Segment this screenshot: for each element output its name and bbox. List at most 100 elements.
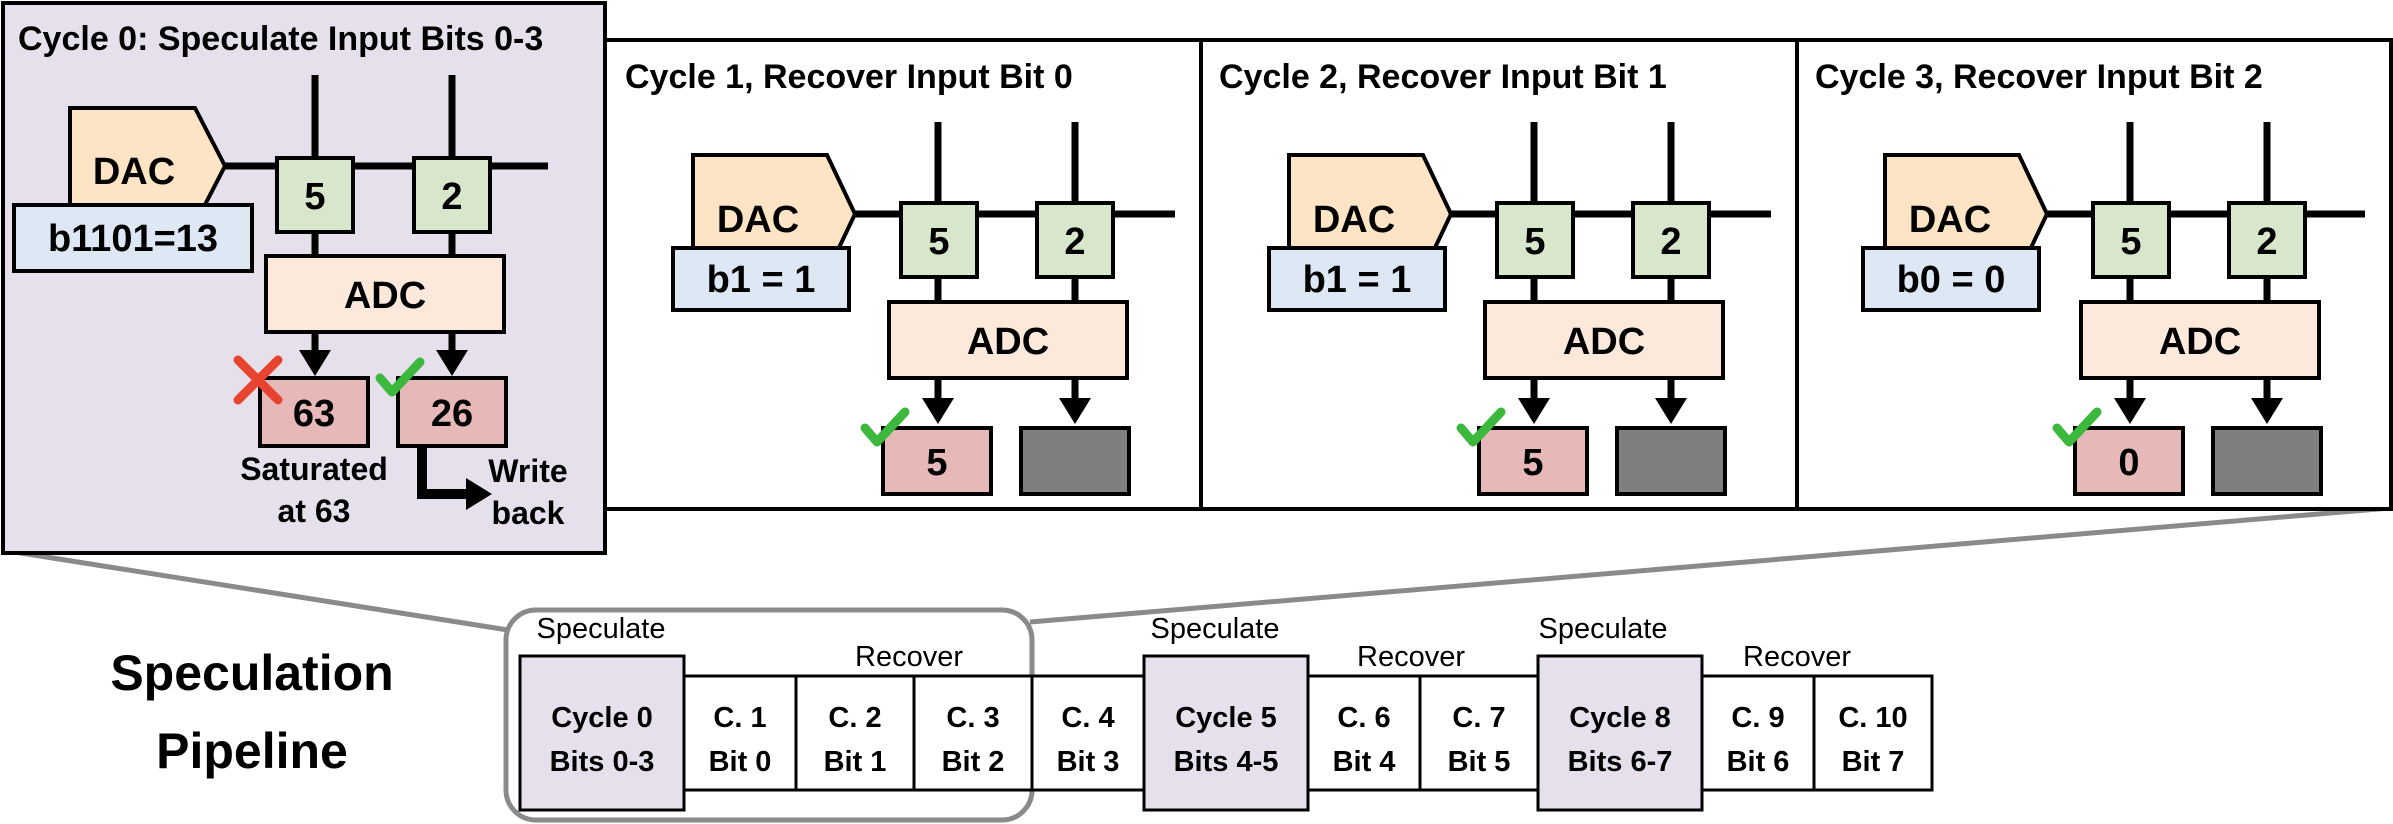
c2-output bbox=[1477, 426, 1589, 496]
c2-cell-a bbox=[1495, 201, 1575, 279]
c0-output-b-value: 26 bbox=[431, 393, 473, 435]
c2-output-empty bbox=[1615, 426, 1727, 496]
c1-output bbox=[881, 426, 993, 496]
c1-arrowhead-b bbox=[1059, 398, 1091, 424]
c2-adc bbox=[1483, 300, 1725, 380]
c3-output-empty bbox=[2211, 426, 2323, 496]
pipeline-cell bbox=[682, 674, 798, 792]
c0-cell-a-label: 5 bbox=[304, 176, 325, 218]
c0-output-a-value: 63 bbox=[293, 393, 335, 435]
c0-dac-label: DAC bbox=[93, 151, 175, 193]
pipeline: Speculation Pipeline Speculate Recover S… bbox=[110, 607, 1934, 823]
c0-cell-a bbox=[275, 156, 355, 234]
c0-arrowhead-b bbox=[436, 350, 468, 376]
panel-cycle-0-title: Cycle 0: Speculate Input Bits 0-3 bbox=[18, 20, 543, 58]
panel-cycle-3: Cycle 3, Recover Input Bit 2 DAC b0 = 0 … bbox=[1815, 58, 2365, 496]
check-icon bbox=[2052, 407, 2102, 447]
c2-input-label: b1 = 1 bbox=[1303, 259, 1412, 301]
group-label-recover-1: Recover bbox=[855, 641, 963, 673]
panel-cycle-0: Cycle 0: Speculate Input Bits 0-3 DAC b1… bbox=[1, 1, 607, 555]
c2-input-box bbox=[1267, 246, 1447, 312]
c0-saturation-note-line1: Saturated bbox=[240, 451, 388, 487]
zoom-connector-left bbox=[1, 547, 509, 633]
c0-input-box bbox=[12, 203, 254, 273]
panel-cycle-2-title: Cycle 2, Recover Input Bit 1 bbox=[1219, 58, 1667, 96]
c3-adc-label: ADC bbox=[2159, 321, 2241, 363]
c0-cell-b bbox=[412, 156, 492, 234]
group-label-speculate-3: Speculate bbox=[1539, 613, 1668, 645]
c1-output-value: 5 bbox=[926, 442, 947, 484]
c0-saturation-note-line2: at 63 bbox=[278, 493, 351, 529]
c2-cell-b bbox=[1631, 201, 1711, 279]
panel-cycle-1-title: Cycle 1, Recover Input Bit 0 bbox=[625, 58, 1073, 96]
pipeline-cell bbox=[912, 674, 1034, 792]
pipeline-cell-cycle-label: C. 4 bbox=[1061, 702, 1114, 734]
pipeline-cell-bits-label: Bits 0-3 bbox=[550, 746, 655, 778]
c3-arrowhead-a bbox=[2114, 398, 2146, 424]
pipeline-cell-cycle-label: Cycle 8 bbox=[1569, 702, 1671, 734]
c2-adc-label: ADC bbox=[1563, 321, 1645, 363]
c3-output-value: 0 bbox=[2118, 442, 2139, 484]
cross-icon bbox=[233, 355, 283, 405]
c3-arrowhead-b bbox=[2251, 398, 2283, 424]
c2-arrowhead-a bbox=[1518, 398, 1550, 424]
c1-output-empty bbox=[1019, 426, 1131, 496]
c1-input-label: b1 = 1 bbox=[707, 259, 816, 301]
pipeline-cell-cycle-label: C. 1 bbox=[713, 702, 766, 734]
c0-output-b bbox=[396, 376, 508, 448]
c3-adc bbox=[2079, 300, 2321, 380]
pipeline-cell bbox=[1536, 654, 1704, 812]
c3-output bbox=[2073, 426, 2185, 496]
c0-arrowhead-a bbox=[299, 350, 331, 376]
check-icon bbox=[375, 357, 425, 397]
c2-output-value: 5 bbox=[1522, 442, 1543, 484]
c0-cell-b-label: 2 bbox=[441, 176, 462, 218]
c1-cell-a bbox=[899, 201, 979, 279]
c1-cell-b-label: 2 bbox=[1064, 221, 1085, 263]
pipeline-cell bbox=[1812, 674, 1934, 792]
c3-cell-a bbox=[2091, 201, 2171, 279]
pipeline-cell-cycle-label: C. 6 bbox=[1337, 702, 1390, 734]
pipeline-cell bbox=[1142, 654, 1310, 812]
c0-writeback-arrowhead bbox=[466, 478, 492, 510]
c3-input-box bbox=[1861, 246, 2041, 312]
c3-input-label: b0 = 0 bbox=[1897, 259, 2006, 301]
pipeline-cell-bits-label: Bits 6-7 bbox=[1568, 746, 1673, 778]
pipeline-cell bbox=[1418, 674, 1540, 792]
group-label-recover-2: Recover bbox=[1357, 641, 1465, 673]
pipeline-cell-cycle-label: C. 3 bbox=[946, 702, 999, 734]
c3-dac-label: DAC bbox=[1909, 199, 1991, 241]
pipeline-cell-bits-label: Bit 2 bbox=[942, 746, 1005, 778]
c2-arrowhead-b bbox=[1655, 398, 1687, 424]
c1-input-box bbox=[671, 246, 851, 312]
group-label-speculate-2: Speculate bbox=[1151, 613, 1280, 645]
panel-cycle-3-title: Cycle 3, Recover Input Bit 2 bbox=[1815, 58, 2263, 96]
c1-arrowhead-a bbox=[922, 398, 954, 424]
pipeline-cell bbox=[1030, 674, 1146, 792]
c0-input-label: b1101=13 bbox=[48, 218, 218, 260]
c1-cell-b bbox=[1035, 201, 1115, 279]
check-icon bbox=[1456, 407, 1506, 447]
pipeline-cell-bits-label: Bit 1 bbox=[824, 746, 887, 778]
pipeline-cell-cycle-label: C. 9 bbox=[1731, 702, 1784, 734]
pipeline-cell-cycle-label: Cycle 0 bbox=[551, 702, 653, 734]
pipeline-title-line1: Speculation bbox=[110, 645, 393, 701]
group-label-speculate-1: Speculate bbox=[537, 613, 666, 645]
c0-writeback-line1: Write bbox=[488, 453, 567, 489]
panel-cycle-1: Cycle 1, Recover Input Bit 0 DAC b1 = 1 … bbox=[625, 58, 1175, 496]
pipeline-cell bbox=[518, 654, 686, 812]
c3-cell-b-label: 2 bbox=[2256, 221, 2277, 263]
c3-cell-b bbox=[2227, 201, 2307, 279]
c2-cell-a-label: 5 bbox=[1524, 221, 1545, 263]
pipeline-cell-cycle-label: Cycle 5 bbox=[1175, 702, 1277, 734]
pipeline-title-line2: Pipeline bbox=[156, 723, 348, 779]
c1-adc-label: ADC bbox=[967, 321, 1049, 363]
pipeline-cell-bits-label: Bit 4 bbox=[1333, 746, 1396, 778]
c0-writeback-arrow bbox=[417, 446, 470, 499]
c3-cell-a-label: 5 bbox=[2120, 221, 2141, 263]
check-icon bbox=[860, 407, 910, 447]
c0-adc bbox=[264, 254, 506, 334]
c1-adc bbox=[887, 300, 1129, 380]
